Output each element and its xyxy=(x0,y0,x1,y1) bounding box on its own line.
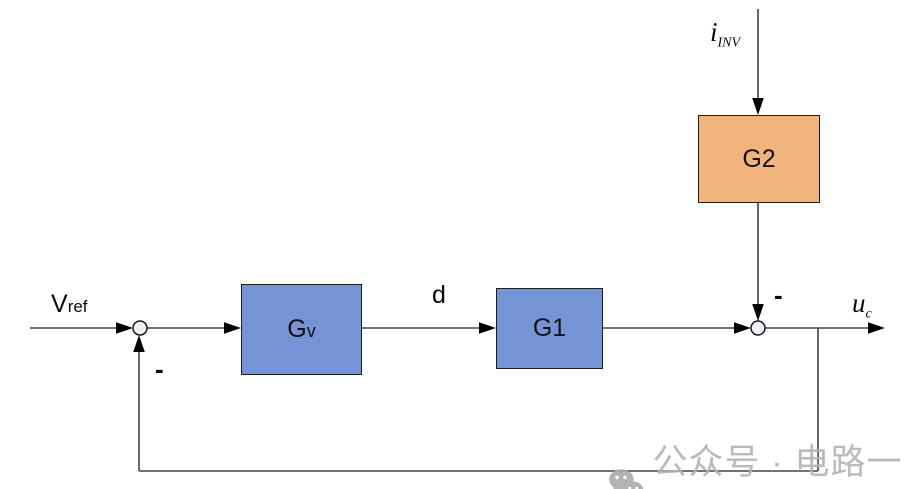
gv-block: Gv xyxy=(241,284,362,375)
g2-block-label: G2 xyxy=(742,144,776,173)
summing-junction-left xyxy=(132,320,148,336)
arrow-g2-into-sum2 xyxy=(752,304,764,321)
d-label: d xyxy=(432,281,446,309)
sum-right-minus-sign: - xyxy=(774,280,783,310)
watermark: 公众号 · 电路一点通 xyxy=(608,434,907,489)
iinv-label: iINV xyxy=(710,17,741,51)
uc-label: uc xyxy=(852,288,872,322)
watermark-text: 公众号 · 电路一点通 xyxy=(652,443,903,482)
summing-junction-right xyxy=(750,320,766,336)
arrow-output xyxy=(868,322,885,334)
arrow-into-sum2 xyxy=(734,322,751,334)
wechat-icon xyxy=(609,469,644,489)
sum-left-minus-sign: - xyxy=(155,354,164,384)
arrow-feedback-into-sum1 xyxy=(133,335,145,352)
arrow-into-gv xyxy=(224,322,241,334)
arrow-into-g1 xyxy=(479,322,496,334)
gv-block-label: Gv xyxy=(287,315,316,343)
arrow-into-g2 xyxy=(752,98,764,115)
vref-label: Vref xyxy=(51,290,88,318)
g1-block-label: G1 xyxy=(532,314,567,342)
arrow-into-sum1 xyxy=(116,322,133,334)
g2-block: G2 xyxy=(698,115,820,203)
g1-block: G1 xyxy=(496,288,603,369)
